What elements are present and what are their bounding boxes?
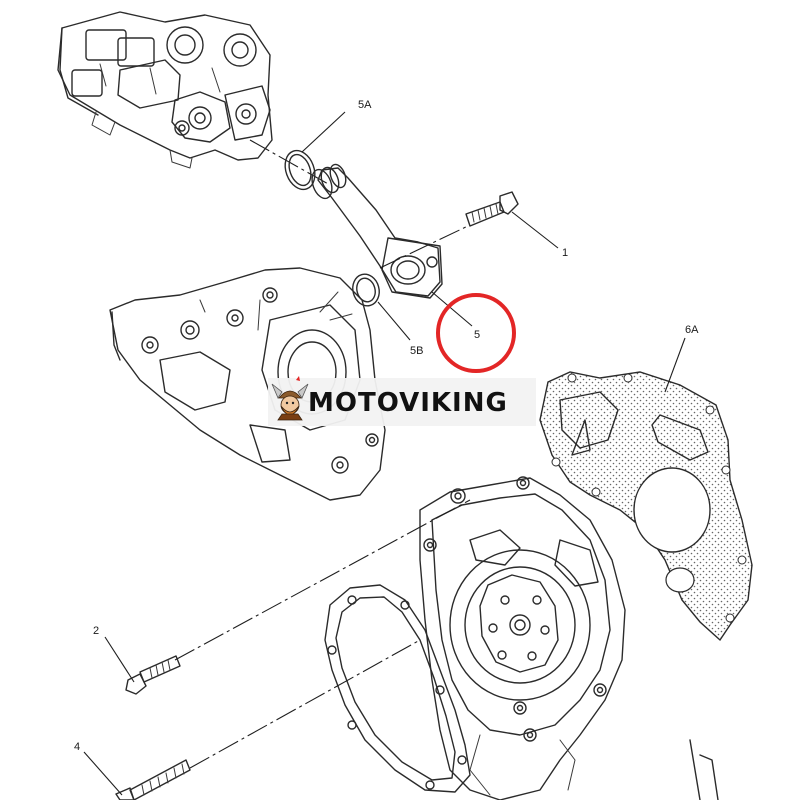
water-pump-body [419,476,626,800]
callout-4: 4 [74,741,80,753]
bolt-2 [125,499,471,695]
bolt-1 [379,191,519,269]
callout-5: 5 [474,329,480,341]
front-cover [109,267,386,501]
gasket-6a [539,371,753,642]
pump-gasket [324,584,471,793]
upper-housing [57,11,273,169]
leader-2 [104,636,135,683]
callout-1: 1 [562,247,568,259]
leader-6a [664,337,686,393]
leader-4 [83,751,123,796]
bolt-4 [115,639,421,800]
leader-1 [511,211,559,249]
o-ring-5b [352,273,380,307]
watermark-text: MOTOVIKING [308,388,508,418]
leader-5 [431,291,473,327]
callout-5b: 5B [410,345,423,357]
o-ring-5a [284,149,316,191]
watermark-banner: MOTOVIKING [268,376,536,426]
callout-6a: 6A [685,324,699,336]
leader-5b [377,301,411,341]
partial-bracket [689,739,701,800]
callout-5a: 5A [358,99,372,111]
viking-mascot-icon [271,376,309,421]
elbow-tube-5 [311,163,443,299]
highlight-circle-5 [436,293,516,373]
callout-2: 2 [93,625,99,637]
leader-5a [301,111,346,153]
partial-bracket-edge [699,754,719,800]
